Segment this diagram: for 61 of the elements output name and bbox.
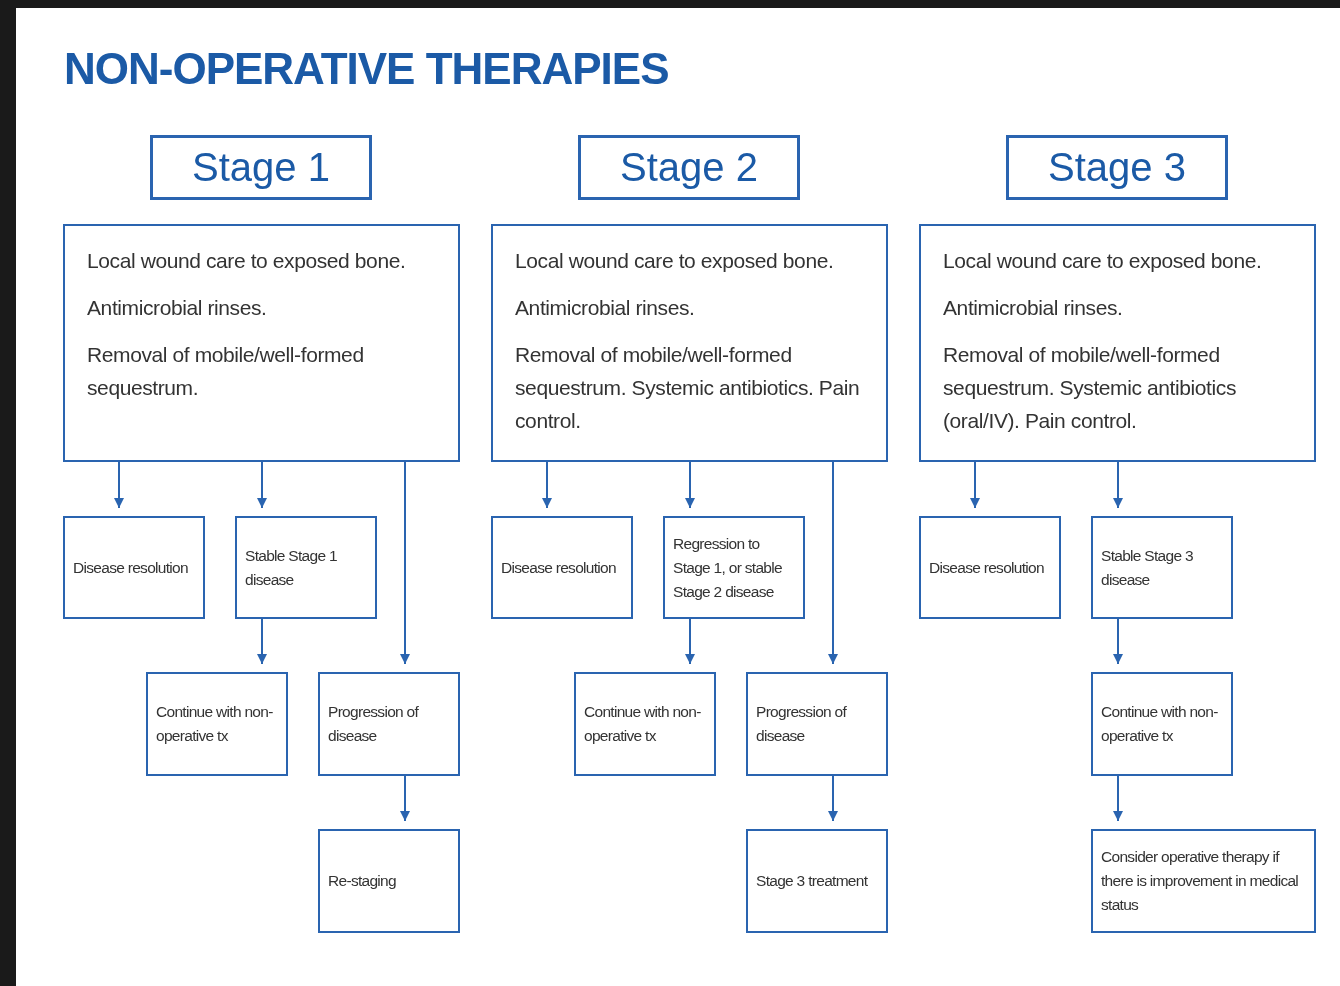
treatment-text: Antimicrobial rinses. [87, 295, 268, 321]
outcome-text: Continue with non-operative tx [584, 702, 702, 746]
outcome-box [318, 829, 460, 933]
arrow [257, 461, 267, 509]
arrow [542, 461, 552, 509]
treatment-text: Local wound care to exposed bone. [87, 248, 407, 274]
stage-label: Stage 1 [192, 145, 330, 190]
outcome-box [746, 672, 888, 776]
arrow [1113, 775, 1123, 822]
outcome-box [318, 672, 460, 776]
outcome-box [1091, 516, 1233, 619]
arrow [970, 461, 980, 509]
outcome-text: Continue with non-operative tx [156, 702, 274, 746]
arrow [257, 618, 267, 665]
outcome-text: Consider operative therapy if there is improvement in medical status [1101, 847, 1300, 915]
outcome-box [1091, 829, 1316, 933]
arrow [685, 461, 695, 509]
arrow [114, 461, 124, 509]
treatment-text: Removal of mobile/well-formed sequestrum. Systemic antibiotics. Pain control. [515, 342, 861, 434]
outcome-text: Regression to Stage 1, or stable Stage 2 disease [673, 533, 783, 602]
outcome-text: Stable Stage 1 disease [245, 545, 338, 590]
treatment-box [491, 224, 888, 462]
treatment-text: Local wound care to exposed bone. [515, 248, 835, 274]
outcome-box [491, 516, 633, 619]
outcome-box [63, 516, 205, 619]
outcome-text: Disease resolution [73, 557, 189, 578]
outcome-box [746, 829, 888, 933]
treatment-text: Local wound care to exposed bone. [943, 248, 1263, 274]
outcome-box [146, 672, 288, 776]
treatment-text: Removal of mobile/well-formed sequestrum. [87, 342, 365, 401]
outcome-text: Continue with non-operative tx [1101, 702, 1219, 746]
stage-label: Stage 3 [1048, 145, 1186, 190]
outcome-box [1091, 672, 1233, 776]
arrow [400, 775, 410, 822]
outcome-text: Progression of disease [756, 702, 848, 746]
stage-header-box [1006, 135, 1228, 200]
outcome-text: Disease resolution [501, 557, 617, 578]
title: NON-OPERATIVE THERAPIES [64, 44, 669, 94]
treatment-text: Antimicrobial rinses. [515, 295, 696, 321]
stage-header-box [578, 135, 800, 200]
arrow [1113, 618, 1123, 665]
arrow [828, 775, 838, 822]
outcome-text: Progression of disease [328, 702, 420, 746]
treatment-text: Antimicrobial rinses. [943, 295, 1124, 321]
outcome-box [919, 516, 1061, 619]
outcome-box [235, 516, 377, 619]
arrow [400, 461, 410, 665]
treatment-box [63, 224, 460, 462]
arrow [685, 618, 695, 665]
outcome-text: Disease resolution [929, 557, 1045, 578]
outcome-text: Stable Stage 3 disease [1101, 545, 1194, 590]
outcome-text: Re-staging [328, 871, 397, 891]
treatment-box [919, 224, 1316, 462]
arrow [1113, 461, 1123, 509]
arrow [828, 461, 838, 665]
outcome-text: Stage 3 treatment [756, 871, 869, 891]
treatment-text: Removal of mobile/well-formed sequestrum. Systemic antibiotics (oral/IV). Pain control. [943, 342, 1237, 434]
stage-header-box [150, 135, 372, 200]
outcome-box [574, 672, 716, 776]
outcome-box [663, 516, 805, 619]
stage-label: Stage 2 [620, 145, 758, 190]
